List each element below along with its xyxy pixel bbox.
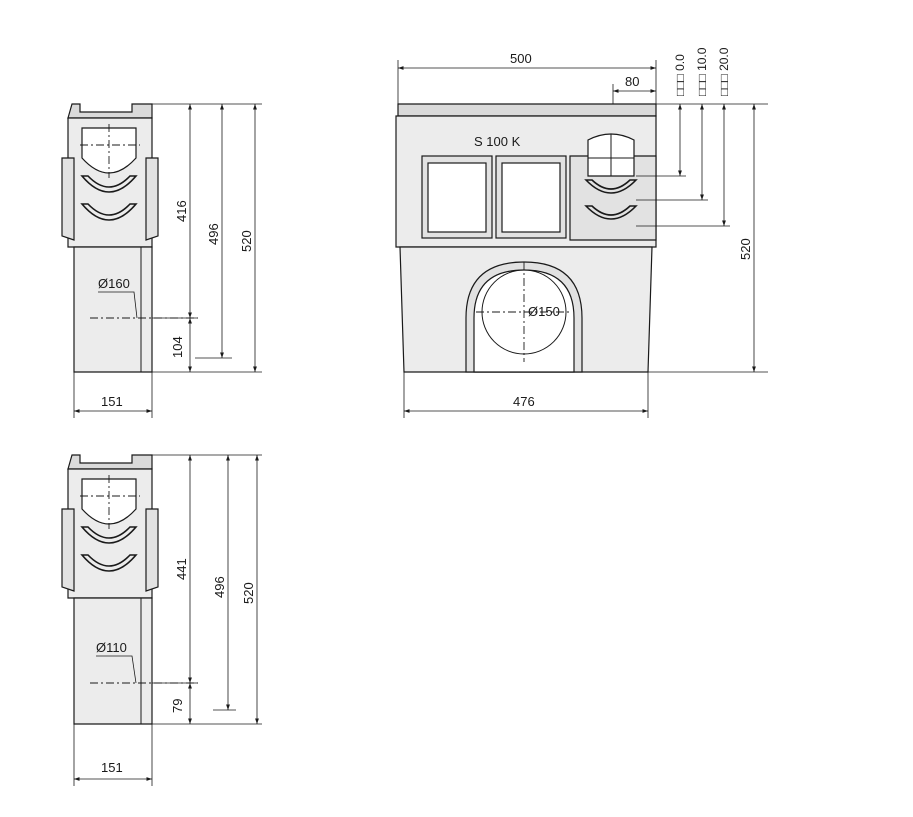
outlet-diameter-front: Ø150 [528,304,560,319]
level-label-10: □□□ 10.0 [695,47,709,96]
front-view: S 100 K Ø150 500 80 □□□ 0.0 □□□ 10.0 □□□… [395,47,768,418]
dim-79: 79 [170,699,185,713]
dim-496-bottom: 496 [212,576,227,598]
dim-520-bottom: 520 [241,582,256,604]
dim-80: 80 [625,74,639,89]
dim-520-front: 520 [738,238,753,260]
dim-476: 476 [513,394,535,409]
dim-151-top: 151 [101,394,123,409]
dim-441: 441 [174,558,189,580]
dim-104: 104 [170,336,185,358]
dim-520: 520 [239,230,254,252]
level-label-20: □□□ 20.0 [717,47,731,96]
outlet-diameter-label-bottom: Ø110 [96,640,127,655]
dim-151-bottom: 151 [101,760,123,775]
model-label: S 100 K [474,134,521,149]
level-label-0: □□□ 0.0 [673,54,687,96]
side-view-bottom: Ø110 441 496 520 79 151 [61,454,262,786]
dim-496: 496 [206,223,221,245]
outlet-diameter-label: Ø160 [98,276,130,291]
dim-416: 416 [174,200,189,222]
side-view-top: Ø160 416 496 520 104 151 [61,103,262,418]
dim-500: 500 [510,51,532,66]
